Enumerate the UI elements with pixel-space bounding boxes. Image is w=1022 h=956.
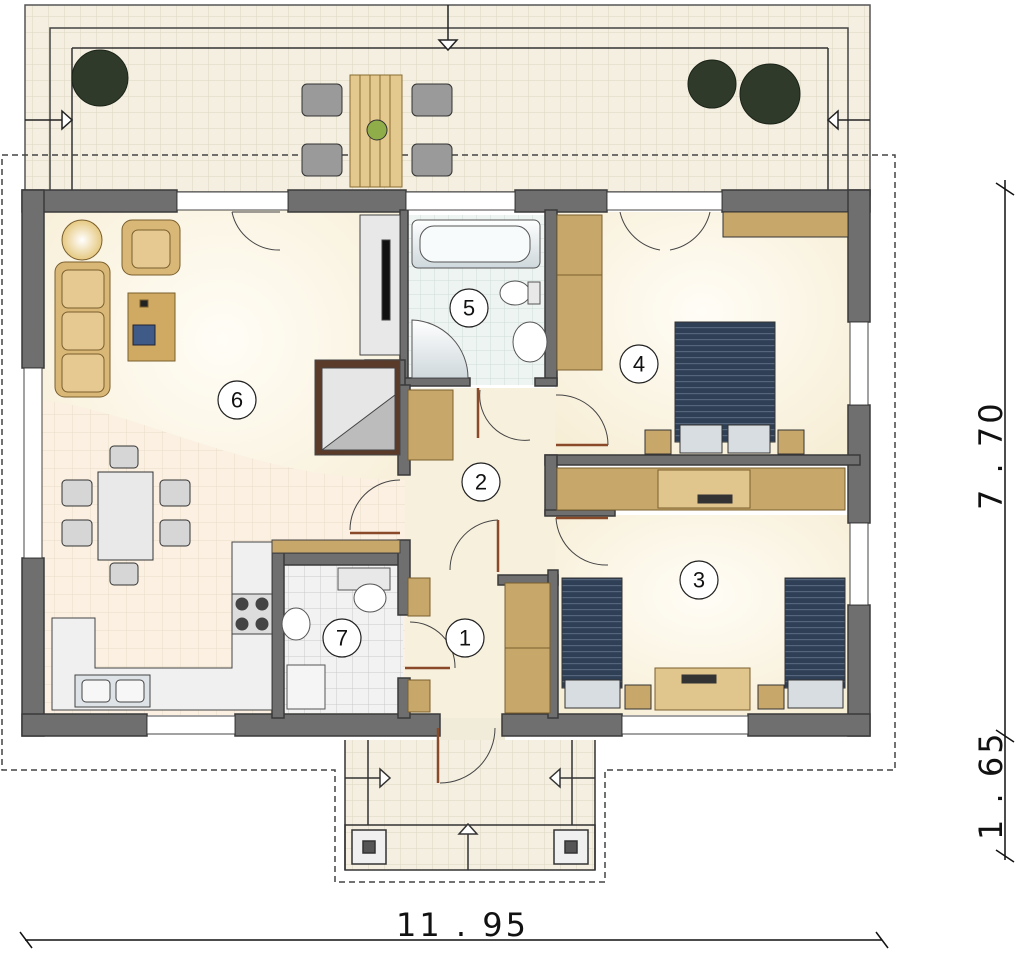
- room-marker-4: 4: [619, 344, 659, 384]
- room-number-6: 6: [231, 388, 243, 413]
- hall-cabinets: [407, 214, 603, 714]
- room-marker-3: 3: [679, 560, 719, 600]
- doors: [231, 211, 711, 784]
- room-number-5: 5: [463, 296, 475, 321]
- terrace-furniture: [301, 74, 453, 188]
- terrace-markers: [25, 5, 870, 131]
- bedroom-4-furniture: [556, 211, 849, 511]
- roof-outline: [1, 154, 896, 883]
- room-number-7: 7: [336, 626, 348, 651]
- kitchen: [51, 539, 401, 711]
- porch-depth-dimension-label: 1 . 65: [972, 730, 1010, 840]
- room-marker-7: 7: [322, 618, 362, 658]
- room-number-3: 3: [693, 568, 705, 593]
- wc-fixtures: [281, 567, 391, 710]
- room-marker-2: 2: [461, 462, 501, 502]
- plant-icon: [71, 49, 801, 125]
- windows: [23, 191, 869, 735]
- room-number-2: 2: [475, 470, 487, 495]
- room-marker-1: 1: [445, 618, 485, 658]
- living-furniture: [54, 219, 181, 398]
- dimension-lines: [19, 180, 1015, 949]
- house-depth-dimension-label: 7 . 70: [972, 400, 1010, 510]
- bathroom-fixtures: [411, 219, 548, 379]
- dining-set: [61, 445, 191, 586]
- width-dimension-label: 11 . 95: [396, 906, 529, 944]
- room-marker-5: 5: [449, 288, 489, 328]
- room-number-1: 1: [459, 626, 471, 651]
- tv-and-fireplace: [314, 214, 401, 456]
- porch: [344, 740, 596, 871]
- bedroom-3-furniture: [561, 577, 846, 711]
- room-number-4: 4: [633, 352, 645, 377]
- room-marker-6: 6: [217, 380, 257, 420]
